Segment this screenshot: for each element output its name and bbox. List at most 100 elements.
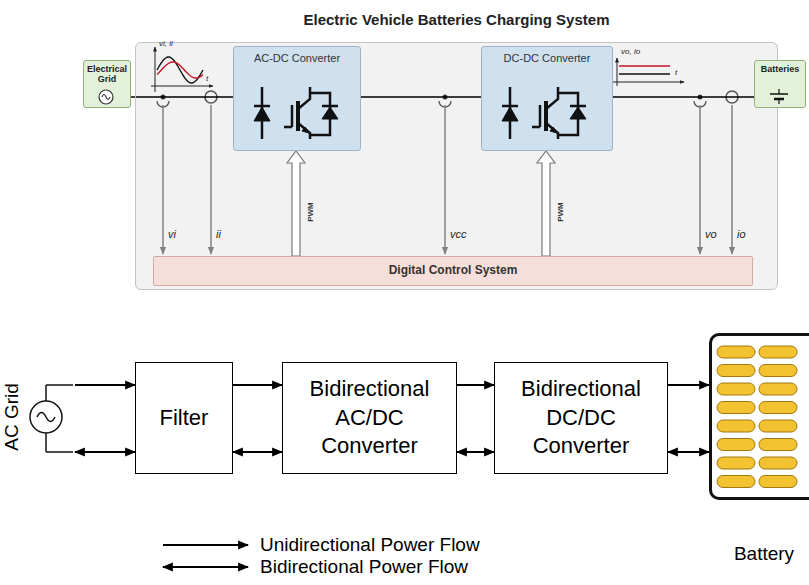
axis-label: vo, io [621,47,640,56]
converter-box: DC-DC Converter [481,46,613,151]
node-text: AC Grid [1,383,23,451]
battery-cell [759,402,797,414]
battery-box: Batteries [754,60,806,108]
legend-sample [160,557,252,577]
ac-source-symbol [37,413,55,422]
node-symbol [712,336,802,497]
legend-text: Bidirectional Power Flow [260,556,468,578]
freewheel-diode [570,107,586,119]
converter-block: Bidirectional AC/DC Converter [282,362,457,474]
igbt-collector [298,87,310,109]
ac-source-symbol [99,90,113,104]
igbt-gate [532,126,540,129]
legend-row: Bidirectional Power Flow [160,556,468,578]
battery-cell [717,383,755,395]
freewheel-diode [570,105,586,108]
battery-cell [759,439,797,451]
diode-symbol [254,105,270,108]
filter-box: Filter [135,362,233,474]
power-flow-arrow [668,451,709,453]
source-wire [46,451,73,453]
signal-name: vcc [450,228,467,240]
measurement-line [162,105,164,254]
voltage-wave [157,57,203,83]
legend-sample [160,535,252,555]
battery-cell [759,383,797,395]
node-text: Batteries [757,64,803,74]
edge-label: PWM [556,202,565,222]
power-flow-arrow [457,451,494,453]
legend-row: Unidirectional Power Flow [160,534,480,556]
igbt-channel [296,101,300,131]
freewheel-diode [322,105,338,108]
power-flow-arrow [75,384,135,386]
pwm-arrow [537,151,555,256]
ac-source-symbol [102,95,110,100]
signal-name: vo [705,228,717,240]
node-text: Bidirectional DC/DC Converter [511,375,651,461]
panel-fill [135,42,778,290]
igbt-gate [291,105,294,127]
converter-box: AC-DC Converter [233,46,361,151]
diode-symbol [502,107,518,121]
source-wire [45,385,47,401]
battery-pack: Battery [709,333,809,500]
axis-line [155,47,156,92]
igbt-emitter [298,123,310,139]
power-flow-arrow [75,451,135,453]
current-wave [157,62,203,78]
signal-name: io [737,228,746,240]
igbt-gate [284,126,292,129]
node-symbol [755,88,805,106]
power-flow-arrow [233,451,282,453]
legend-arrow [163,566,248,568]
node-text: Filter [160,404,209,433]
node-text: Digital Control System [389,263,518,279]
battery-cell [759,457,797,469]
axis-line [151,86,213,87]
node-text: Battery [700,543,809,565]
node-text: DC-DC Converter [482,52,612,64]
power-flow-arrow [233,384,282,386]
diode-symbol [254,107,270,121]
power-wire [131,96,233,98]
battery-symbol [778,99,779,104]
legend-text: Unidirectional Power Flow [260,534,480,556]
pwm-arrow [287,151,305,256]
diode-symbol [502,105,518,108]
node-symbol [84,88,130,106]
signal-name: vi [168,228,176,240]
dc-current-line [619,65,670,66]
source-wire [45,433,47,452]
igbt-gate [539,105,542,127]
power-flow-arrow [457,384,494,386]
node-text: AC-DC Converter [234,52,360,64]
system-panel: Electric Vehicle Batteries Charging Syst… [135,42,778,290]
converter-block: Bidirectional DC/DC Converter [494,362,668,474]
measurement-line [210,105,212,254]
legend-arrow [163,544,248,546]
measurement-line [444,105,446,254]
igbt-channel [544,101,548,131]
measurement-line [699,105,701,254]
power-wire [361,96,481,98]
ac-source: AC Grid [3,357,75,476]
node-text: Electric Vehicle Batteries Charging Syst… [136,11,777,28]
power-flow-arrow [668,384,709,386]
igbt-collector [546,87,558,109]
dc-voltage-line [619,73,670,74]
battery-cell [717,439,755,451]
power-wire [613,96,754,98]
battery-cell [717,476,755,488]
grid-box: Electrical Grid [83,60,131,108]
edge-label: PWM [306,202,315,222]
axis-label: t [675,68,677,77]
ac-source-symbol [30,401,62,433]
battery-cell [717,346,755,358]
battery-cell [759,346,797,358]
battery-cell [717,457,755,469]
battery-cell [759,420,797,432]
battery-symbol [778,89,779,94]
battery-cell [717,420,755,432]
